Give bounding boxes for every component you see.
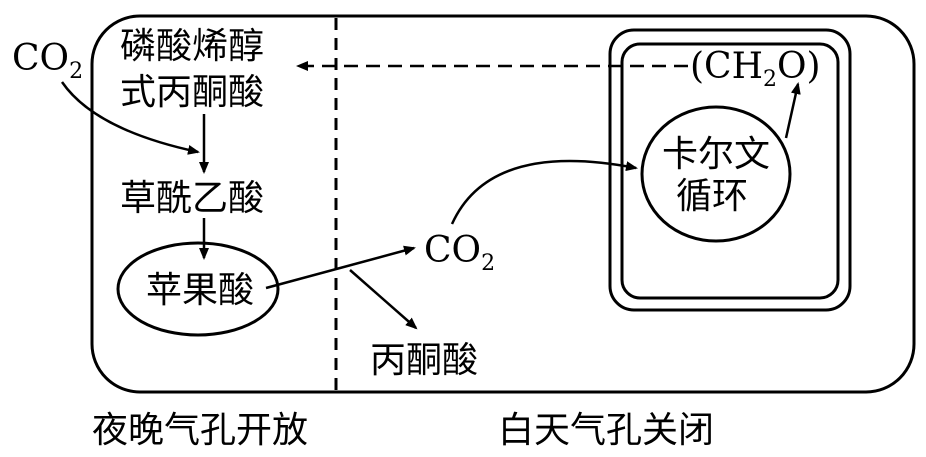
calvin-to-carbohydrate-arrow — [784, 82, 801, 139]
pyruvate-label: 丙酮酸 — [370, 340, 478, 381]
co2-uptake-arrow — [60, 81, 200, 155]
calvin-cycle-label-line2: 循环 — [676, 176, 748, 217]
night-caption: 夜晚气孔开放 — [92, 410, 308, 451]
calvin-cycle-label-line1: 卡尔文 — [662, 134, 770, 175]
cell-outline — [90, 14, 916, 394]
chloroplast-inner-membrane — [620, 42, 840, 300]
calvin-cycle-ellipse — [640, 105, 792, 243]
oxaloacetate-label: 草酰乙酸 — [120, 178, 264, 219]
chloroplast-outer-membrane — [608, 28, 852, 312]
malate-ellipse — [116, 241, 280, 337]
malate-label: 苹果酸 — [146, 270, 254, 311]
pep-label-line2: 式丙酮酸 — [120, 72, 264, 113]
co2-released-label: CO2 — [424, 230, 495, 276]
malate-to-pyruvate-arrow — [349, 269, 418, 330]
carbohydrate-label: (CH2O) — [690, 46, 821, 92]
day-caption: 白天气孔关闭 — [498, 410, 714, 451]
malate-to-co2-arrow — [265, 245, 416, 290]
co2-input-label: CO2 — [12, 38, 83, 84]
co2-to-calvin-arrow — [450, 159, 638, 225]
pep-label-line1: 磷酸烯醇 — [120, 26, 264, 67]
